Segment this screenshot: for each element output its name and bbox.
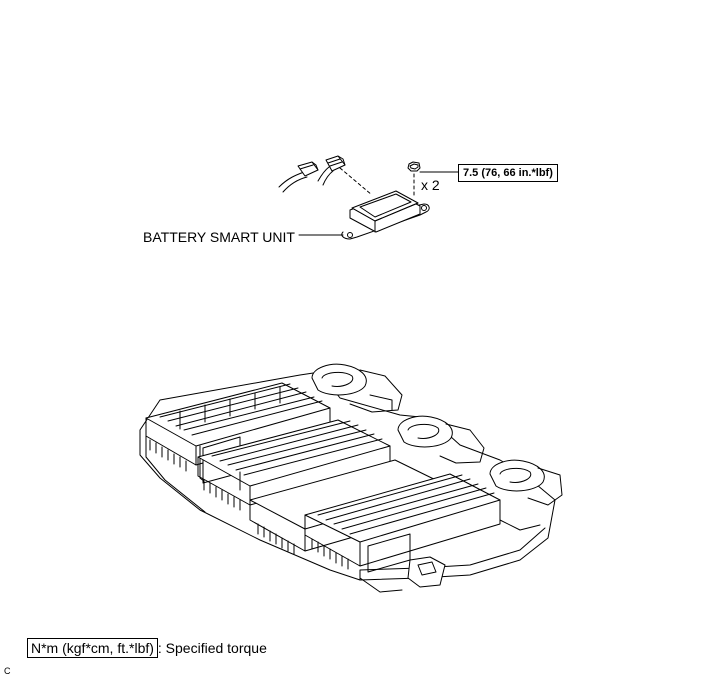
- legend-description: : Specified torque: [157, 640, 267, 656]
- legend-unit-box: N*m (kgf*cm, ft.*lbf): [27, 638, 158, 658]
- connector-icon: [278, 155, 346, 193]
- figure-code: C: [4, 666, 11, 676]
- nut-quantity-label: x 2: [421, 177, 440, 193]
- torque-spec-box: 7.5 (76, 66 in.*lbf): [458, 164, 558, 182]
- battery-smart-unit-icon: [341, 190, 430, 240]
- torque-legend: N*m (kgf*cm, ft.*lbf): Specified torque: [27, 638, 267, 658]
- battery-smart-unit-label: BATTERY SMART UNIT: [143, 229, 295, 245]
- nut-icon: [407, 161, 421, 172]
- battery-stack-icon: [139, 363, 563, 593]
